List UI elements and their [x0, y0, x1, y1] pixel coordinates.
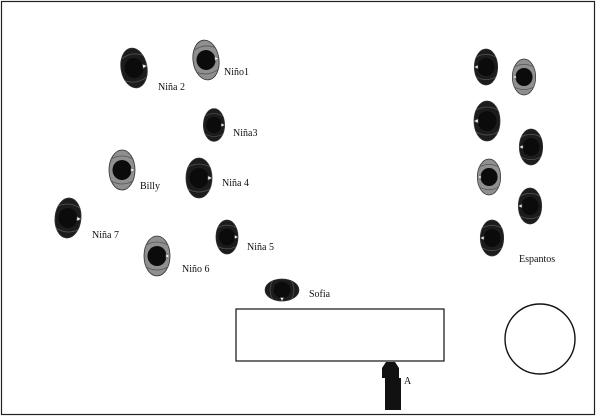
camera-label: A [404, 376, 412, 387]
person-head [480, 168, 498, 186]
person-arm [217, 224, 237, 228]
person-arm [520, 134, 542, 138]
person-nose [511, 74, 517, 80]
person-arm [121, 53, 144, 60]
person-arm [475, 76, 497, 80]
person-nose [279, 297, 285, 302]
person-arm [217, 246, 237, 250]
spectator-figure [511, 58, 537, 96]
person-head [515, 68, 533, 86]
label-nina-2: Niña 2 [158, 82, 185, 93]
person-arm [475, 106, 499, 111]
person-arm [513, 64, 535, 68]
label-nina-5: Niña 5 [247, 242, 274, 253]
table [235, 308, 445, 362]
round-table [504, 303, 576, 375]
label-nino-1: Niño1 [224, 67, 249, 78]
spectator-figure [479, 219, 505, 257]
label-nino-6: Niño 6 [182, 264, 210, 275]
label-spectators: Espantos [519, 254, 555, 265]
person-arm [57, 203, 81, 209]
person-arm [481, 225, 503, 229]
label-billy: Billy [140, 181, 160, 192]
person-arm [291, 280, 295, 300]
person-arm [520, 156, 542, 160]
person-nose [214, 56, 220, 62]
person-arm [187, 163, 211, 168]
person-nose [473, 118, 479, 124]
person-nose [476, 174, 482, 180]
spectator-figure [473, 100, 501, 142]
person-nose [207, 175, 213, 181]
person-arm [481, 247, 503, 251]
person-nose [479, 235, 485, 241]
person-nose [473, 64, 479, 70]
person-nose [165, 253, 171, 259]
spectator-figure [518, 128, 544, 166]
label-sofia: Sofia [309, 289, 331, 300]
person-nina-2 [120, 47, 148, 89]
person-head [218, 228, 236, 246]
spectator-figure [476, 158, 502, 196]
person-nose [142, 64, 148, 69]
person-head [196, 50, 216, 70]
person-head [522, 138, 540, 156]
person-nina-5 [215, 219, 239, 255]
person-nino-1 [192, 39, 220, 81]
person-arm [269, 280, 273, 300]
person-head [477, 111, 497, 131]
person-head [477, 58, 495, 76]
person-nina-7 [54, 197, 82, 239]
person-arm [478, 186, 500, 190]
person-nose [518, 144, 524, 150]
person-arm [519, 215, 541, 219]
person-nose [234, 234, 239, 240]
person-arm [204, 113, 224, 117]
person-head [124, 58, 144, 78]
person-arm [204, 133, 224, 137]
label-nina-7: Niña 7 [92, 230, 119, 241]
person-arm [110, 180, 134, 185]
label-nina-4: Niña 4 [222, 178, 249, 189]
spectator-figure [473, 48, 499, 86]
person-head [206, 116, 222, 134]
person-arm [519, 193, 541, 197]
person-nose [221, 122, 226, 128]
camera-icon [382, 362, 401, 410]
person-arm [475, 131, 499, 136]
person-head [189, 168, 209, 188]
person-nina-4 [185, 157, 213, 199]
person-arm [124, 76, 147, 83]
person-arm [110, 155, 134, 160]
person-sofia [264, 278, 300, 302]
person-nose [130, 167, 136, 173]
person-arm [475, 54, 497, 58]
label-nina-3: Niña3 [233, 128, 257, 139]
person-billy [108, 149, 136, 191]
person-arm [196, 69, 219, 75]
person-arm [55, 227, 79, 233]
person-arm [478, 164, 500, 168]
person-arm [187, 188, 211, 193]
person-head [147, 246, 167, 266]
person-nina-3 [203, 108, 226, 142]
spectator-group [473, 48, 544, 257]
person-nino-6 [143, 235, 171, 277]
person-head [483, 229, 501, 247]
spectator-figure [517, 187, 543, 225]
person-arm [145, 241, 169, 246]
person-head [521, 197, 539, 215]
person-head [112, 160, 132, 180]
person-arm [193, 45, 216, 51]
person-arm [145, 266, 169, 271]
person-arm [513, 86, 535, 90]
person-nose [517, 203, 523, 209]
person-head [273, 281, 291, 299]
person-nose [76, 216, 82, 222]
person-head [58, 208, 78, 228]
